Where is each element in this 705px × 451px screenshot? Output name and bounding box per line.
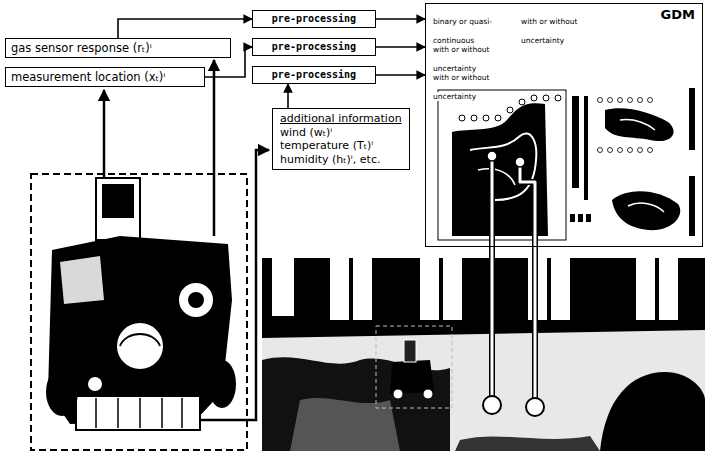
data-box: gas sensor response (rₜ)ⁱ	[5, 38, 231, 58]
option-text: binary or quasi-continuous	[433, 17, 492, 45]
map-option-label: binary or quasi-continuous	[433, 9, 511, 47]
process-box: pre-processing	[252, 38, 376, 56]
option-text: with or without uncertainty	[433, 45, 490, 73]
option-text: with or without uncertainty	[521, 17, 578, 45]
process-box: pre-processing	[252, 66, 376, 84]
option-text: with or without uncertainty	[433, 73, 490, 101]
node-title: measurement location (xₜ)ⁱ	[11, 70, 199, 84]
info-box: additional informationwind (wₜ)ⁱtemperat…	[272, 108, 410, 170]
node-line: wind (wₜ)ⁱ	[280, 126, 402, 140]
node-title: pre-processing	[259, 41, 369, 53]
flow-arrow	[376, 74, 425, 76]
flow-arrow	[376, 46, 425, 48]
process-box: pre-processing	[252, 10, 376, 28]
flow-arrow	[118, 19, 252, 38]
robot-data-arrow	[104, 60, 269, 420]
data-box: measurement location (xₜ)ⁱ	[5, 67, 205, 87]
gdm-ground	[425, 3, 703, 247]
field-photo	[262, 258, 705, 451]
map-option-label: with or without uncertainty	[521, 9, 601, 47]
node-title: additional information	[280, 112, 402, 126]
location-leader	[483, 151, 544, 416]
flow-arrow	[287, 84, 289, 108]
node-line: humidity (hₜ)ⁱ, etc.	[280, 153, 402, 167]
node-title: pre-processing	[259, 69, 369, 81]
node-line: temperature (Tₜ)ⁱ	[280, 139, 402, 153]
flow-arrow	[376, 18, 425, 20]
gas-map-right	[598, 88, 696, 236]
node-title: gas sensor response (rₜ)ⁱ	[11, 41, 225, 55]
gas-map-left	[438, 90, 591, 240]
map-option-label: with or without uncertainty	[433, 65, 513, 103]
node-title: pre-processing	[259, 13, 369, 25]
map-option-label: with or without uncertainty	[433, 37, 513, 75]
